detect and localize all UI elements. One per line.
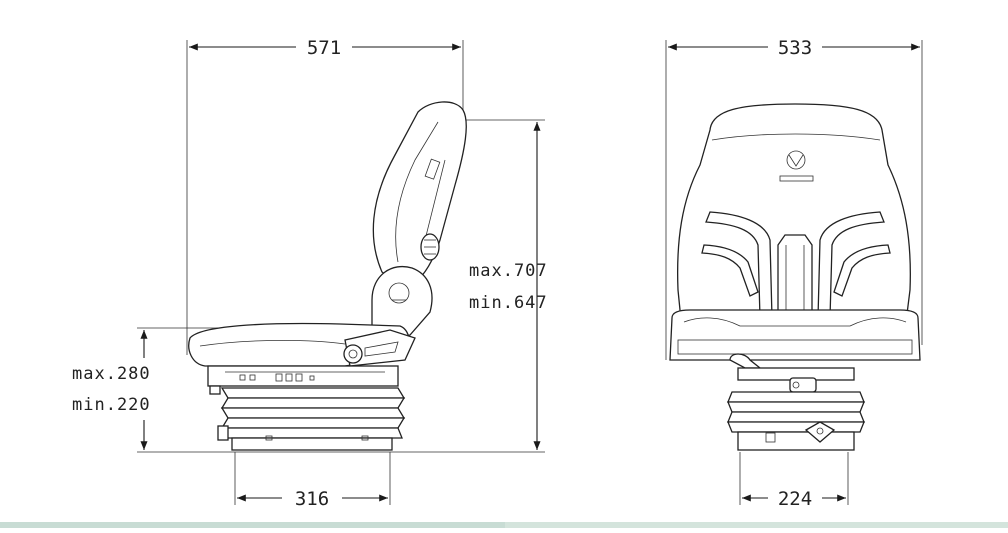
seat-height-min-label: min.220	[72, 395, 151, 415]
front-width-label: 533	[778, 37, 812, 59]
front-view-seat	[665, 40, 923, 505]
front-width-dimension: 533	[668, 37, 920, 59]
front-bellows	[727, 391, 865, 403]
side-depth-label: 571	[307, 37, 341, 59]
height-dimension: max.707 min.647	[469, 122, 548, 451]
front-base-label: 224	[778, 488, 812, 510]
brand-logo-icon	[779, 150, 814, 182]
seat-height-max-label: max.280	[72, 364, 151, 384]
front-base-dimension: 224	[742, 488, 846, 510]
height-max-label: max.707	[469, 261, 548, 281]
side-bellows	[220, 387, 406, 399]
seat-height-dimension: max.280 min.220	[72, 329, 151, 451]
side-base-label: 316	[295, 488, 329, 510]
bottom-strip-right	[505, 522, 1008, 528]
side-view-seat	[137, 40, 545, 505]
bottom-strip-left	[0, 522, 505, 528]
side-depth-dimension: 571	[189, 37, 462, 59]
side-backrest	[372, 101, 467, 291]
front-backrest	[677, 103, 911, 331]
height-min-label: min.647	[469, 293, 548, 313]
side-base-dimension: 316	[237, 488, 389, 510]
